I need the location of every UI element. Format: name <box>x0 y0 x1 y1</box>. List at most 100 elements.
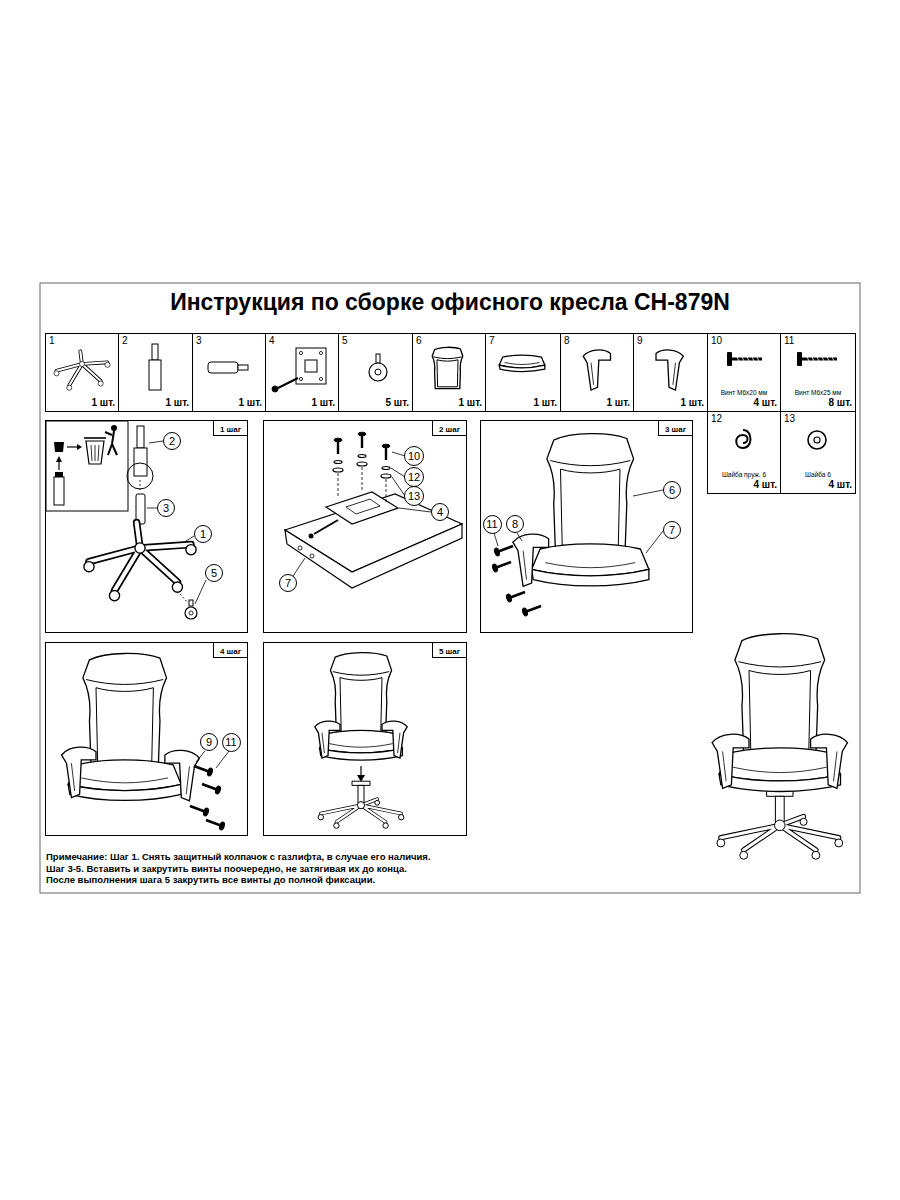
step-5-drawing <box>315 653 407 761</box>
part-cell: 10Винт М6х20 мм4 шт. <box>707 333 781 412</box>
step-1-drawing <box>189 600 193 606</box>
title-holder: Инструкция по сборке офисного кресла CH-… <box>0 289 900 316</box>
step-tab: 5 шаг <box>432 643 466 658</box>
parts-icons <box>369 363 387 381</box>
callout-circle: 7 <box>279 574 297 592</box>
callout-circle: 7 <box>663 521 681 539</box>
parts-icons <box>727 352 732 366</box>
part-cell: 11Винт М6х25 мм8 шт. <box>780 333 856 412</box>
parts-icons <box>797 352 802 366</box>
callout-number: 9 <box>206 737 212 748</box>
quantity: 1 шт. <box>239 397 262 409</box>
callout-number: 7 <box>669 525 675 536</box>
part-number: 7 <box>489 335 495 347</box>
step-3-drawing <box>494 490 663 553</box>
step-2-drawing <box>285 432 462 588</box>
part-cell: 2 1 шт. <box>118 333 193 412</box>
step-1-drawing <box>46 421 128 511</box>
parts-icons <box>375 369 381 375</box>
callout-number: 11 <box>486 519 497 530</box>
callout-number: 11 <box>225 737 236 748</box>
part-number: 8 <box>564 335 570 347</box>
parts-icons <box>238 365 248 370</box>
step-label: 4 шаг <box>220 647 241 656</box>
sheet-border <box>40 283 860 893</box>
parts-icons <box>814 437 820 443</box>
part-cell: 61 шт. <box>412 333 486 412</box>
callout-circle: 4 <box>431 503 449 521</box>
step-label: 2 шаг <box>439 425 460 434</box>
step-4-drawing <box>68 760 181 801</box>
part-cell: 41 шт. <box>265 333 339 412</box>
part-cell: 12Шайба пруж. 64 шт. <box>707 411 781 494</box>
step-2-drawing <box>310 554 314 558</box>
step-3-drawing <box>532 544 649 586</box>
step-4-drawing <box>62 747 96 797</box>
parts-icons <box>802 358 837 361</box>
step-2-drawing <box>285 524 462 588</box>
callout-circle: 12 <box>404 467 424 487</box>
parts-icons <box>208 362 238 373</box>
step-1-drawing <box>111 425 117 431</box>
step-5-drawing <box>330 653 391 736</box>
step-3-drawing <box>513 534 549 586</box>
assembled-chair <box>717 790 843 859</box>
parts-icons <box>299 377 302 380</box>
callout-circle: 1 <box>194 525 212 543</box>
parts-icons <box>737 357 759 361</box>
step-2-drawing <box>346 499 380 514</box>
assembled-chair <box>712 634 848 860</box>
step-2-drawing <box>293 452 431 576</box>
part-name: Винт М6х20 мм <box>721 389 768 397</box>
step-5-drawing <box>318 781 404 828</box>
quantity: 4 шт. <box>754 479 777 491</box>
step-4-drawing <box>83 653 167 766</box>
parts-icons <box>808 431 826 449</box>
step-3-drawing <box>547 434 634 551</box>
step-2-drawing <box>381 444 391 504</box>
parts-icons <box>152 344 158 360</box>
quantity: 1 шт. <box>166 397 189 409</box>
callout-circle: 2 <box>163 432 181 450</box>
step-4-drawing <box>206 820 225 831</box>
note-line: После выполнения шага 5 закрутить все ви… <box>46 874 806 886</box>
step-1-drawing <box>180 594 188 603</box>
step-1-drawing <box>105 431 117 455</box>
step-5-drawing <box>318 781 404 828</box>
part-cell: 1 1 шт. <box>45 333 119 412</box>
part-number: 2 <box>122 335 128 347</box>
quantity: 8 шт. <box>829 397 852 409</box>
step-1-drawing <box>189 611 193 615</box>
callout-circle: 5 <box>205 564 223 582</box>
assembled-chair <box>712 634 848 860</box>
callout-circle: 3 <box>157 499 175 517</box>
step-panel: 5 шаг <box>263 642 467 836</box>
part-cell: 13Шайба 64 шт. <box>780 411 856 494</box>
part-number: 1 <box>49 335 55 347</box>
part-number: 11 <box>784 335 794 347</box>
callout-number: 10 <box>408 451 420 462</box>
step-panel: 1 шаг2315 <box>45 420 248 633</box>
part-number: 13 <box>784 413 795 425</box>
step-1-drawing <box>185 607 197 619</box>
step-5-drawing <box>315 721 340 758</box>
callout-number: 4 <box>437 507 443 518</box>
step-panel: 4 шаг 9 11 <box>45 642 248 836</box>
parts-icons <box>305 360 317 372</box>
note-block: Примечание: Шаг 1. Снять защитный колпач… <box>46 851 806 886</box>
parts-icons <box>499 355 545 371</box>
step-1-drawing <box>137 426 144 448</box>
callout-number: 5 <box>211 568 217 579</box>
step-2-drawing <box>326 492 398 524</box>
step-1-drawing <box>67 446 77 447</box>
title: Инструкция по сборке офисного кресла CH-… <box>170 289 730 315</box>
step-label: 3 шаг <box>665 425 686 434</box>
step-4-drawing <box>62 653 200 800</box>
step-1-drawing <box>54 477 64 505</box>
parts-icons <box>278 378 298 388</box>
parts-icons <box>656 350 683 390</box>
quantity: 1 шт. <box>92 397 115 409</box>
parts-icons <box>149 360 161 390</box>
step-1-drawing <box>140 480 141 492</box>
